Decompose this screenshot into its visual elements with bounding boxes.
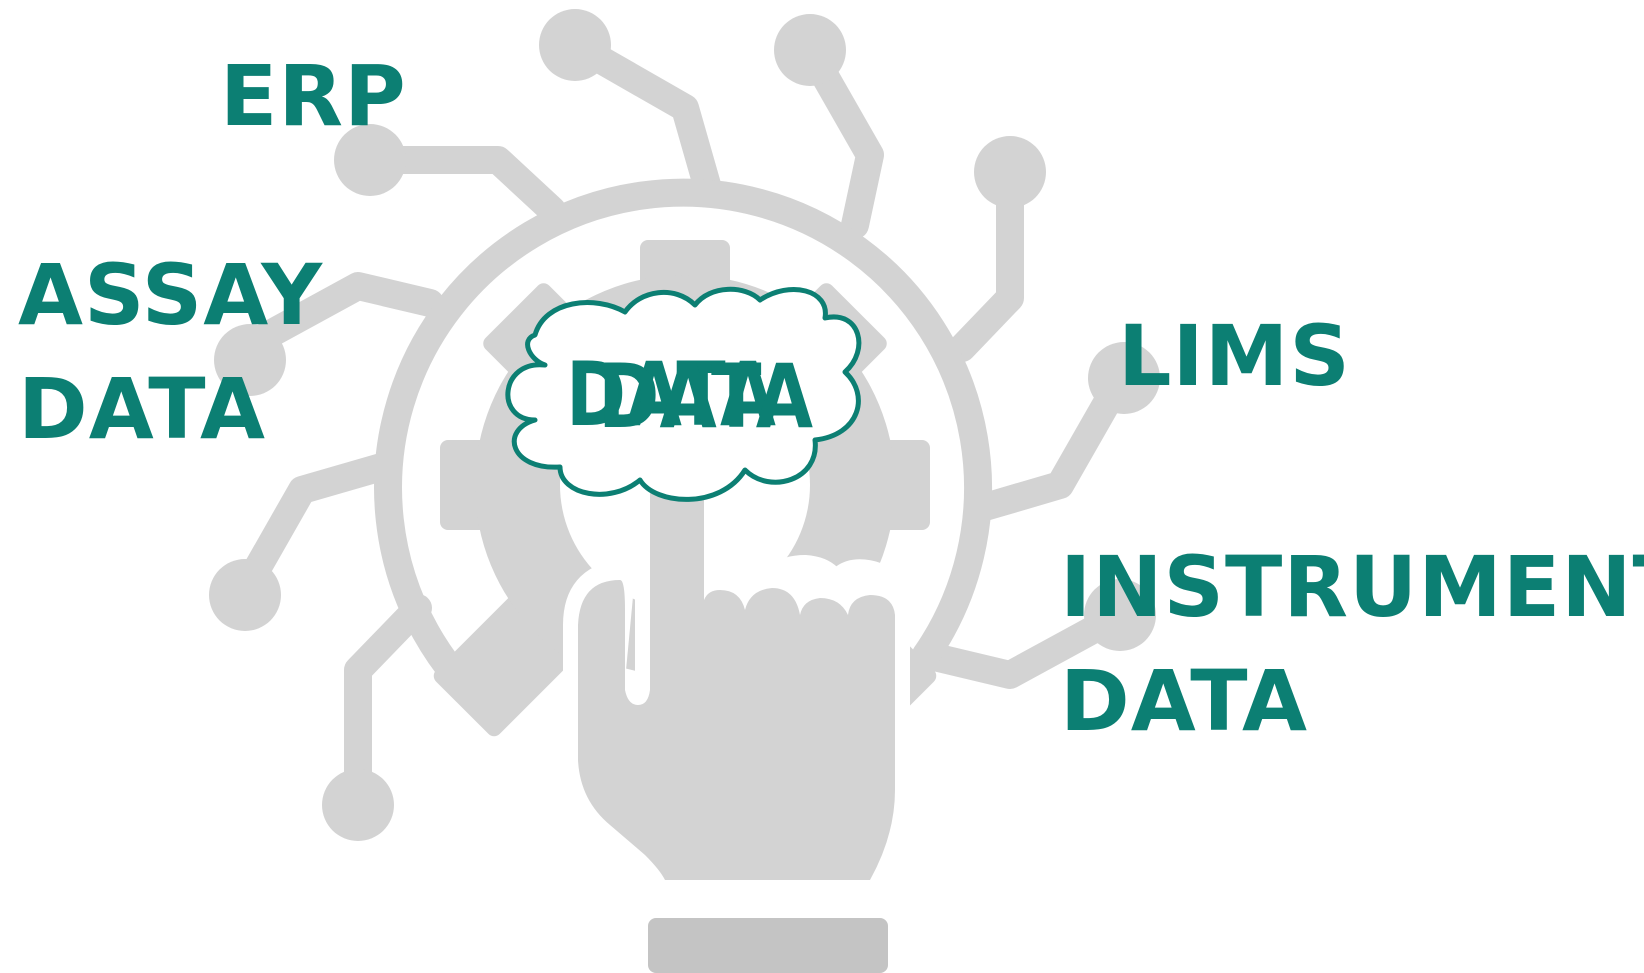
circuit-node-icon bbox=[774, 14, 846, 86]
circuit-trace-instrument bbox=[912, 601, 1134, 689]
cloud-icon bbox=[505, 286, 862, 502]
pointing-hand-icon bbox=[563, 435, 910, 895]
circuit-traces bbox=[231, 31, 1134, 814]
circuit-node-icon bbox=[1084, 579, 1156, 651]
lightbulb-base bbox=[648, 918, 888, 973]
circuit-node-icon bbox=[1088, 342, 1160, 414]
circuit-trace-bottom-left bbox=[344, 594, 432, 814]
circuit-trace-top-right bbox=[796, 36, 884, 239]
assay-label-line1: ASSAY bbox=[18, 246, 324, 344]
instrument-data-label: INSTRUMENT DATA bbox=[1060, 530, 1644, 758]
circuit-trace-right-upper bbox=[948, 161, 1024, 362]
circuit-trace-erp bbox=[356, 146, 566, 224]
lims-label-text: LIMS bbox=[1118, 307, 1351, 405]
circuit-node-icon bbox=[214, 324, 286, 396]
circuit-nodes bbox=[209, 9, 1160, 841]
circuit-node-icon bbox=[974, 136, 1046, 208]
circuit-node-icon bbox=[539, 9, 611, 81]
instrument-label-line2: DATA bbox=[1060, 652, 1309, 750]
assay-label-line2: DATA bbox=[18, 360, 267, 458]
circuit-trace-lower-left bbox=[231, 452, 399, 604]
erp-label: ERP bbox=[220, 54, 407, 138]
circuit-trace-top-left bbox=[561, 31, 721, 199]
cloud-text-back: DATA bbox=[566, 343, 776, 446]
cloud-text-front: DATA bbox=[598, 345, 813, 448]
circuit-node-icon bbox=[209, 559, 281, 631]
circuit-trace-lims bbox=[971, 366, 1134, 521]
assay-data-label: ASSAY DATA bbox=[18, 238, 323, 466]
circuit-node-icon bbox=[322, 769, 394, 841]
circuit-trace-assay bbox=[236, 272, 444, 359]
lims-label: LIMS bbox=[1118, 314, 1351, 398]
erp-label-text: ERP bbox=[220, 47, 407, 145]
instrument-label-line1: INSTRUMENT bbox=[1060, 538, 1644, 636]
circuit-node-icon bbox=[334, 124, 406, 196]
lightbulb-icon bbox=[374, 178, 992, 729]
